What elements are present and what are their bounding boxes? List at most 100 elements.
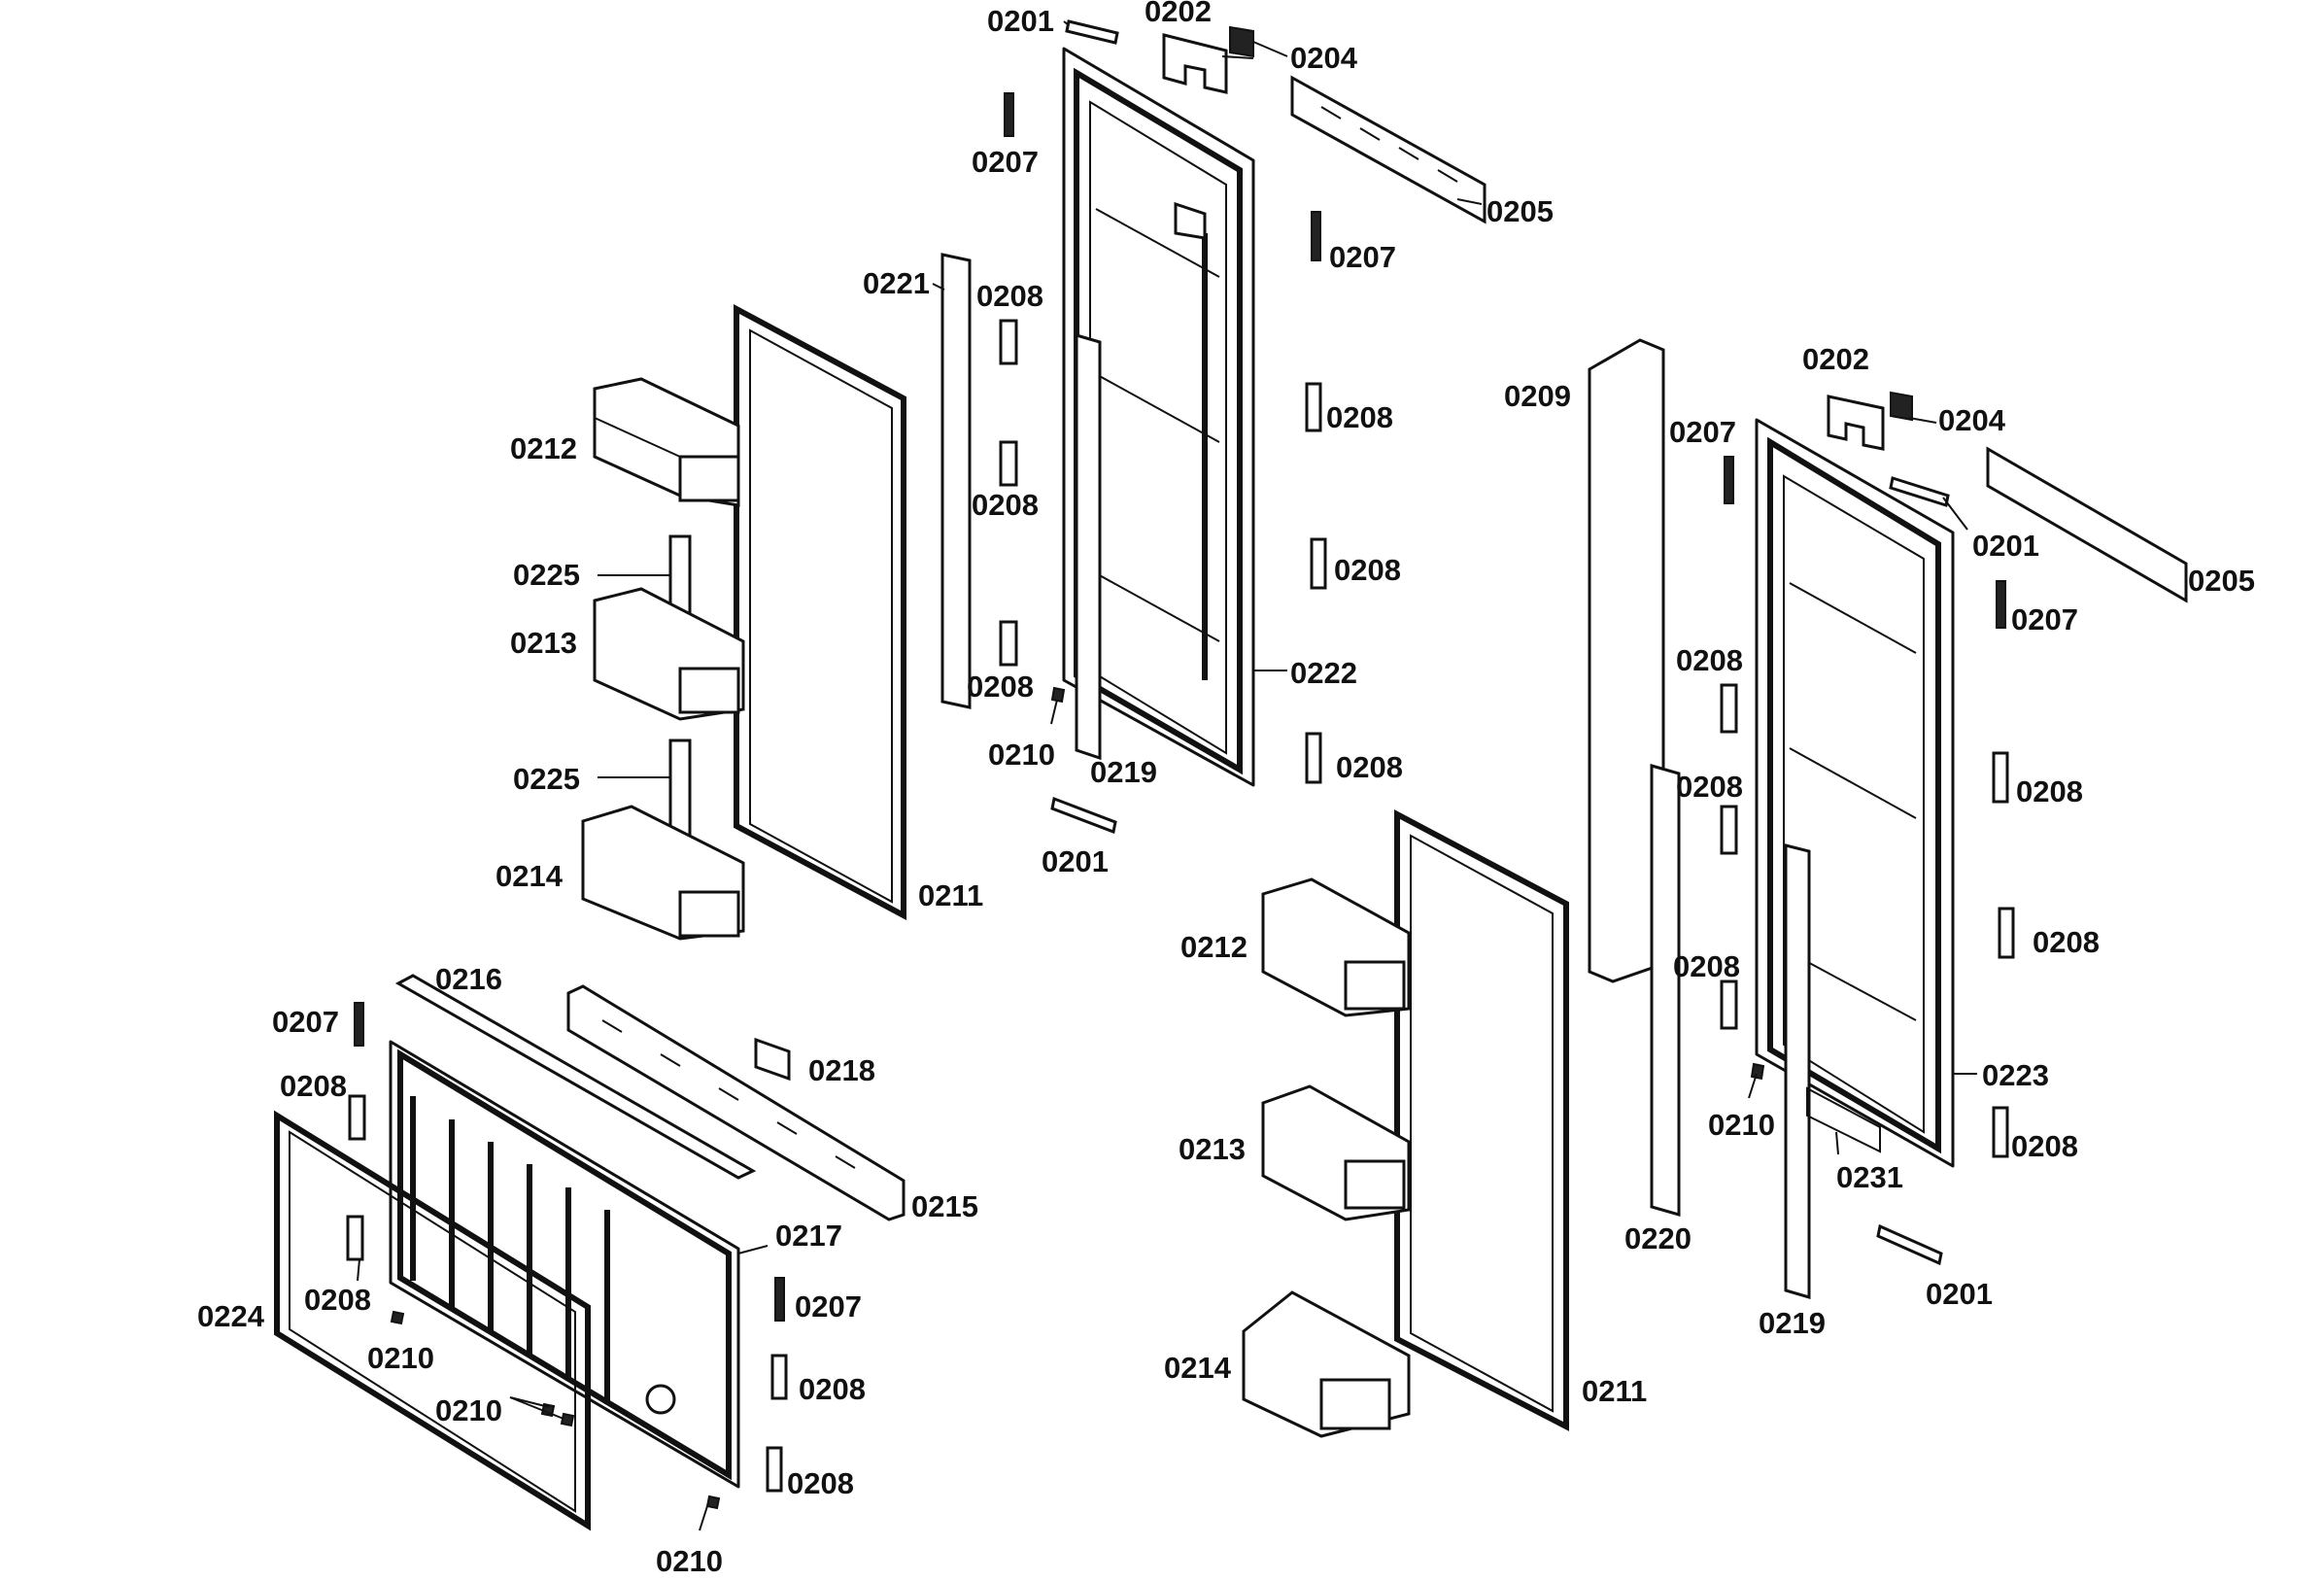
label-0202-a: 0202: [1145, 0, 1212, 28]
label-0208-e: 0208: [967, 670, 1034, 704]
label-0210-e: 0210: [656, 1544, 723, 1578]
plate-0218: [754, 1037, 791, 1082]
bin-0212: [593, 377, 740, 507]
label-0210-d: 0210: [435, 1393, 502, 1427]
label-0201-a: 0201: [987, 4, 1054, 38]
handle-rail-0219: [1075, 333, 1102, 761]
hinge-bar-0201-bottom: [1050, 796, 1117, 835]
bin-0212-right: [1261, 877, 1411, 1017]
hinge-bar-0201-top: [1065, 19, 1119, 45]
label-0231: 0231: [1836, 1160, 1903, 1194]
screw-0210: [1050, 686, 1066, 704]
drawer-frame-0217: [389, 1040, 740, 1489]
label-0201-c: 0201: [1972, 529, 2039, 563]
clip-0208-b: [999, 440, 1018, 487]
clip-0208-n: [346, 1215, 364, 1261]
top-strip-0216: [394, 974, 757, 1180]
screw-0210-d: [705, 1495, 721, 1510]
label-0208-i: 0208: [2016, 774, 2083, 808]
clip-0207-a: [1004, 92, 1014, 137]
clip-0207-f: [774, 1277, 785, 1322]
screw-0210-c: [560, 1412, 575, 1427]
label-0216: 0216: [435, 962, 502, 996]
label-0201-d: 0201: [1926, 1277, 1993, 1311]
label-0225-a: 0225: [513, 558, 580, 592]
clip-0208-o: [770, 1354, 788, 1400]
label-0205-b: 0205: [2188, 564, 2255, 598]
label-0215: 0215: [911, 1189, 978, 1223]
clip-0207-b: [1311, 211, 1321, 261]
clip-0207-c: [1724, 456, 1734, 504]
label-0204-b: 0204: [1938, 403, 2006, 437]
label-0207-b: 0207: [1329, 240, 1396, 274]
freezer-drawer-assembly: [274, 974, 906, 1531]
label-0208-h: 0208: [1676, 643, 1743, 677]
right-door-assembly: [1242, 338, 2188, 1438]
label-0208-j: 0208: [1676, 770, 1743, 804]
label-0219-a: 0219: [1090, 755, 1157, 789]
label-0213-b: 0213: [1179, 1132, 1246, 1166]
gasket-0224: [274, 1110, 591, 1531]
clip-0208-j: [1992, 751, 2009, 804]
gasket-0211: [734, 303, 906, 921]
part-labels: 0201 0202 0204 0207 0205 0207 0221 0208 …: [197, 0, 2255, 1578]
label-0211-b: 0211: [1582, 1374, 1647, 1408]
bin-0214-right: [1242, 1290, 1411, 1438]
label-0205-a: 0205: [1487, 194, 1554, 228]
clip-0208-a: [999, 319, 1018, 365]
bin-0213-right: [1261, 1084, 1411, 1221]
label-0210-b: 0210: [1708, 1108, 1775, 1142]
clip-0207-e: [354, 1002, 364, 1047]
label-0214-a: 0214: [496, 859, 564, 893]
bin-0213: [593, 534, 745, 721]
clip-0208-p: [766, 1446, 783, 1493]
label-0213-a: 0213: [510, 626, 577, 660]
label-0218: 0218: [808, 1053, 875, 1087]
clip-0208-l: [1992, 1106, 2009, 1158]
clip-0208-i: [1720, 980, 1738, 1030]
label-0207-c: 0207: [1669, 415, 1736, 449]
hinge-block-0202-right: [1827, 395, 1885, 451]
clip-0208-f: [1305, 732, 1322, 784]
clip-0208-k: [1998, 907, 2015, 959]
bottom-plate-0231: [1806, 1086, 1881, 1153]
label-0208-o: 0208: [304, 1283, 371, 1317]
trim-strip-0205: [1290, 75, 1487, 224]
cap-0204-right: [1890, 391, 1913, 422]
label-0208-p: 0208: [799, 1372, 866, 1406]
label-0208-b: 0208: [1326, 400, 1393, 434]
clip-0208-g: [1720, 683, 1738, 734]
trim-strip-0205-right: [1986, 446, 2188, 603]
label-0201-b: 0201: [1042, 844, 1109, 878]
clip-0208-h: [1720, 805, 1738, 855]
handle-rail-0219-right: [1784, 843, 1811, 1299]
label-0214-b: 0214: [1164, 1351, 1232, 1385]
vertical-strip-0220: [1650, 764, 1681, 1217]
door-frame-0223: [1755, 418, 1955, 1168]
label-0208-l: 0208: [1673, 949, 1740, 983]
label-0202-b: 0202: [1802, 342, 1869, 376]
label-0221: 0221: [863, 266, 930, 300]
label-0207-f: 0207: [795, 1289, 862, 1323]
label-0207-a: 0207: [972, 145, 1039, 179]
label-0220: 0220: [1624, 1221, 1692, 1255]
gasket-0211-right: [1394, 809, 1569, 1431]
label-0212-b: 0212: [1180, 930, 1247, 964]
label-0210-a: 0210: [988, 738, 1055, 772]
bin-0214: [581, 739, 745, 941]
clip-0207-d: [1996, 580, 2006, 629]
label-0207-d: 0207: [2011, 602, 2078, 636]
label-0225-b: 0225: [513, 762, 580, 796]
rail-0215: [566, 984, 906, 1221]
clip-0208-c: [999, 620, 1018, 667]
screw-0210-a: [390, 1310, 405, 1325]
leader-lines: [357, 20, 1977, 1531]
label-0208-a: 0208: [976, 279, 1043, 313]
label-0208-q: 0208: [787, 1466, 854, 1500]
hinge-block-0202: [1162, 33, 1228, 94]
label-0211-a: 0211: [918, 878, 983, 912]
cap-0204: [1229, 25, 1254, 58]
label-0204-a: 0204: [1290, 41, 1358, 75]
label-0208-f: 0208: [1336, 750, 1403, 784]
label-0208-k: 0208: [2033, 925, 2100, 959]
